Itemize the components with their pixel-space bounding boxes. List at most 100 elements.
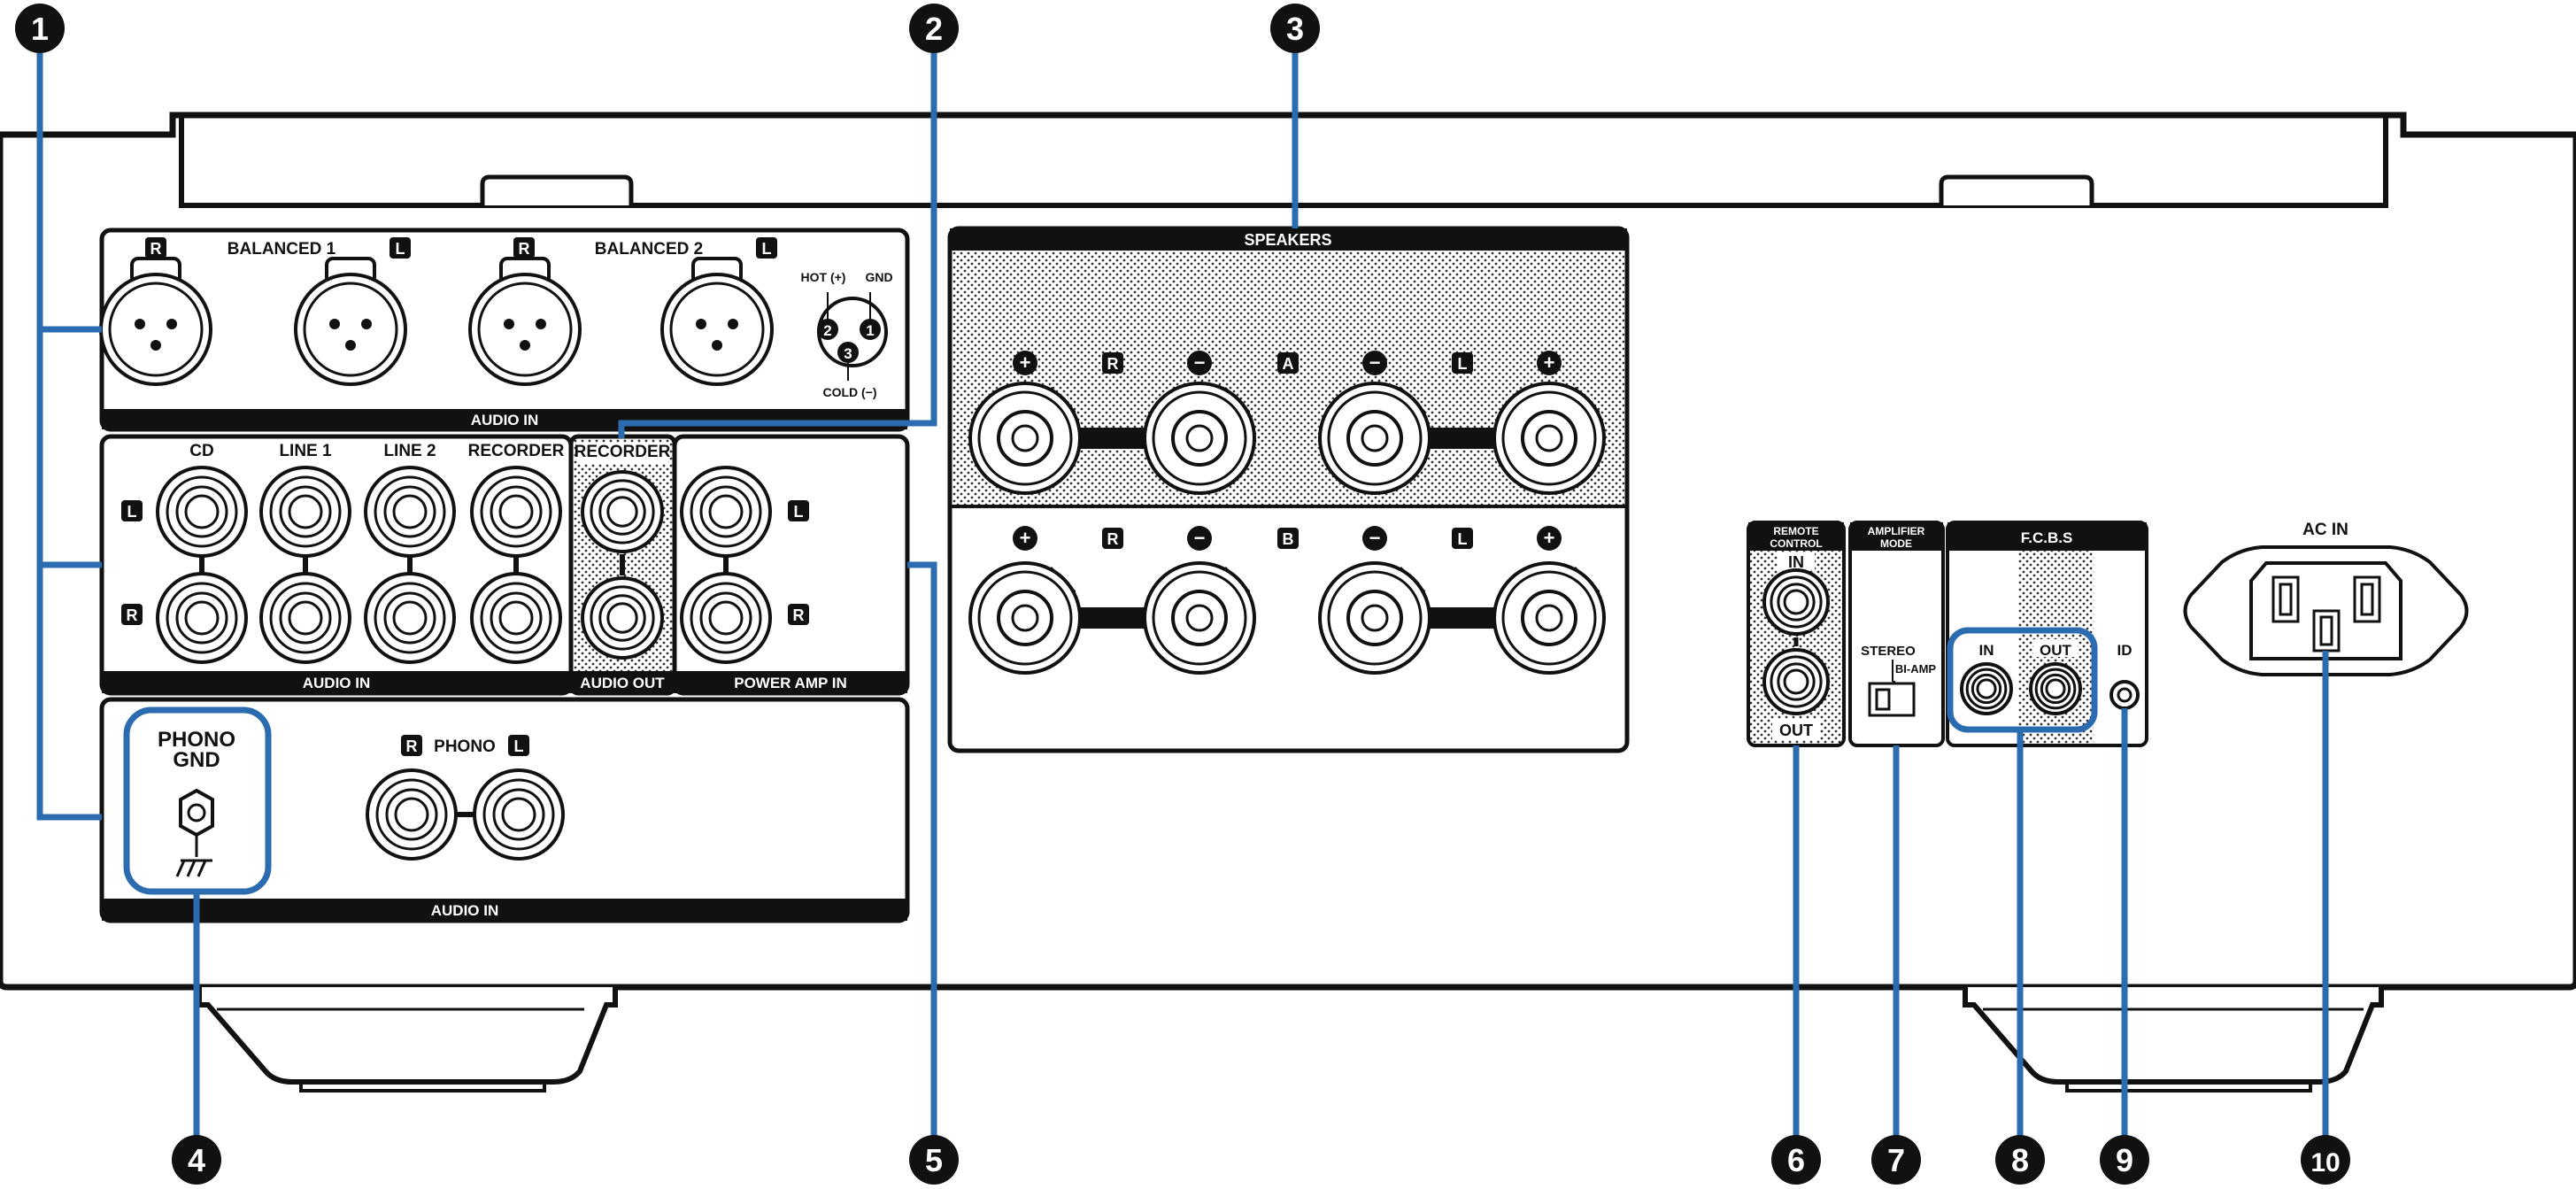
speakers-panel: SPEAKERS +R−A−L+ +R−B−L+ bbox=[947, 226, 1630, 753]
callout-4: 4 bbox=[172, 1135, 221, 1185]
svg-text:R: R bbox=[793, 606, 805, 624]
fcbs-out-label: OUT bbox=[2040, 642, 2072, 659]
speaker-a-l-plus-terminal[interactable] bbox=[1492, 382, 1606, 495]
right-foot bbox=[1963, 987, 2384, 1092]
balanced2-xlr-r[interactable] bbox=[468, 257, 582, 386]
callout-5: 5 bbox=[909, 1135, 959, 1185]
balanced2-channel-r-badge: R bbox=[513, 237, 535, 259]
phono-section-label: AUDIO IN bbox=[431, 902, 499, 919]
phono-ch-l-badge: L bbox=[508, 735, 529, 756]
audio-out-section-label: AUDIO OUT bbox=[580, 675, 665, 691]
rca-cd-r-jack[interactable] bbox=[156, 572, 248, 664]
svg-text:10: 10 bbox=[2310, 1148, 2340, 1177]
svg-text:+: + bbox=[1020, 351, 1031, 374]
svg-text:R: R bbox=[1107, 530, 1119, 548]
speaker-b-r-minus-terminal[interactable] bbox=[1143, 561, 1256, 675]
remote-control-panel: REMOTE CONTROL IN OUT bbox=[1747, 521, 1846, 747]
svg-text:8: 8 bbox=[2011, 1142, 2029, 1178]
balanced2-channel-l-badge: L bbox=[756, 237, 777, 259]
balanced1-xlr-l[interactable] bbox=[294, 257, 407, 386]
remote-in-jack[interactable] bbox=[1762, 568, 1830, 636]
rca-ch-r-badge: R bbox=[121, 604, 143, 625]
svg-text:6: 6 bbox=[1787, 1142, 1805, 1178]
callout-3: 3 bbox=[1270, 4, 1320, 53]
phono-label: PHONO bbox=[434, 737, 496, 756]
power-amp-in-section-label: POWER AMP IN bbox=[734, 675, 847, 691]
power-amp-in-r-jack[interactable] bbox=[680, 572, 772, 664]
recorder-out-panel: RECORDER AUDIO OUT bbox=[568, 434, 677, 696]
svg-text:5: 5 bbox=[925, 1142, 943, 1178]
svg-text:7: 7 bbox=[1887, 1142, 1905, 1178]
speaker-b-r-plus-terminal[interactable] bbox=[968, 561, 1082, 675]
svg-text:L: L bbox=[762, 240, 772, 258]
remote-control-title-line2: CONTROL bbox=[1770, 537, 1822, 550]
svg-text:R: R bbox=[519, 240, 530, 258]
fcbs-id-label: ID bbox=[2117, 642, 2133, 659]
xlr-pin-diagram: 1 2 3 HOT (+) GND COLD (−) bbox=[801, 270, 893, 399]
rca-recorder-r-jack[interactable] bbox=[470, 572, 562, 664]
fcbs-title: F.C.B.S bbox=[2021, 529, 2073, 546]
rca-recorder-l-jack[interactable] bbox=[470, 466, 562, 558]
callout-leader-lines bbox=[36, 53, 2329, 1138]
svg-text:−: − bbox=[1369, 527, 1381, 549]
svg-text:A: A bbox=[1283, 355, 1294, 373]
phono-gnd-terminal[interactable] bbox=[175, 788, 214, 877]
rca-line2-r-jack[interactable] bbox=[364, 572, 456, 664]
callout-7: 7 bbox=[1871, 1135, 1921, 1185]
fcbs-in-label: IN bbox=[1979, 642, 1994, 659]
svg-text:−: − bbox=[1369, 351, 1381, 374]
phono-gnd-label-line2: GND bbox=[173, 748, 220, 772]
fcbs-out-jack[interactable] bbox=[2029, 662, 2082, 715]
spk-row-b-label-1: R bbox=[1102, 528, 1123, 549]
speaker-b-l-minus-terminal[interactable] bbox=[1318, 561, 1431, 675]
svg-text:L: L bbox=[396, 240, 405, 258]
speaker-b-l-plus-terminal[interactable] bbox=[1492, 561, 1606, 675]
rca-label-recorder: RECORDER bbox=[468, 442, 565, 460]
recorder-out-l-jack[interactable] bbox=[581, 470, 664, 553]
svg-text:3: 3 bbox=[844, 345, 852, 362]
amplifier-mode-switch[interactable] bbox=[1868, 682, 1916, 717]
power-amp-ch-r-badge: R bbox=[788, 604, 809, 625]
remote-in-label: IN bbox=[1788, 553, 1804, 571]
phono-gnd-label-line1: PHONO bbox=[158, 728, 235, 752]
svg-text:R: R bbox=[406, 737, 418, 755]
balanced-section-label: AUDIO IN bbox=[471, 412, 539, 429]
ac-in-inlet[interactable]: AC IN bbox=[2183, 521, 2469, 676]
rca-line1-r-jack[interactable] bbox=[259, 572, 351, 664]
svg-text:2: 2 bbox=[823, 322, 831, 339]
spk-row-b-label-0: + bbox=[1013, 526, 1037, 551]
balanced2-title: BALANCED 2 bbox=[595, 240, 703, 259]
biamp-label: BI-AMP bbox=[1895, 662, 1937, 676]
spk-row-a-label-0: + bbox=[1013, 351, 1037, 375]
fcbs-in-jack[interactable] bbox=[1960, 662, 2013, 715]
rca-line1-l-jack[interactable] bbox=[259, 466, 351, 558]
phono-l-jack[interactable] bbox=[473, 768, 565, 861]
fcbs-id-jack[interactable] bbox=[2109, 680, 2140, 710]
svg-text:R: R bbox=[1107, 355, 1119, 373]
power-amp-in-l-jack[interactable] bbox=[680, 466, 772, 558]
spk-row-a-label-5: L bbox=[1452, 352, 1473, 374]
speaker-a-l-minus-terminal[interactable] bbox=[1318, 382, 1431, 495]
phono-r-jack[interactable] bbox=[366, 768, 458, 861]
svg-text:R: R bbox=[127, 606, 138, 624]
svg-text:9: 9 bbox=[2116, 1142, 2133, 1178]
rca-cd-l-jack[interactable] bbox=[156, 466, 248, 558]
recorder-out-r-jack[interactable] bbox=[581, 576, 664, 660]
ac-in-label: AC IN bbox=[2302, 521, 2348, 539]
speaker-a-r-plus-terminal[interactable] bbox=[968, 382, 1082, 495]
rca-line2-l-jack[interactable] bbox=[364, 466, 456, 558]
spk-row-a-label-6: + bbox=[1537, 351, 1562, 375]
rca-ch-l-badge: L bbox=[121, 500, 143, 521]
remote-out-jack[interactable] bbox=[1762, 648, 1830, 715]
svg-text:L: L bbox=[514, 737, 524, 755]
fcbs-panel: F.C.B.S IN OUT ID bbox=[1946, 521, 2148, 747]
spk-row-a-label-1: R bbox=[1102, 352, 1123, 374]
balanced2-xlr-l[interactable] bbox=[660, 257, 774, 386]
spk-row-a-label-2: − bbox=[1187, 351, 1212, 375]
amplifier-mode-title-line2: MODE bbox=[1880, 537, 1912, 550]
phono-ch-r-badge: R bbox=[401, 735, 422, 756]
speaker-a-r-minus-terminal[interactable] bbox=[1143, 382, 1256, 495]
recorder-out-label: RECORDER bbox=[575, 443, 671, 461]
svg-text:L: L bbox=[127, 503, 137, 521]
